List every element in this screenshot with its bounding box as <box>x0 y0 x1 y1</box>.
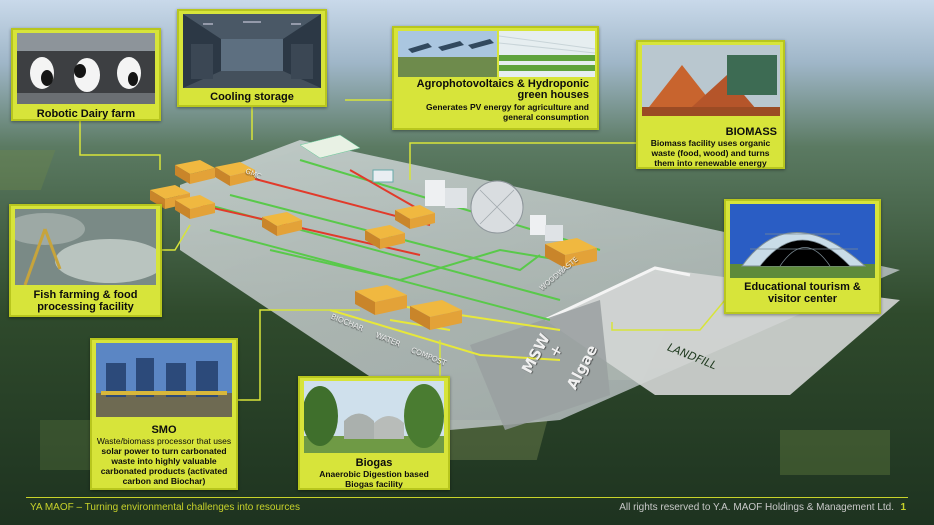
biomass-desc-2: waste (food, wood) and turns <box>651 148 770 158</box>
footer-tagline: YA MAOF – Turning environmental challeng… <box>30 502 300 513</box>
agro-title-1: Agrophotovoltaics & Hydroponic <box>416 78 589 90</box>
biomass-title: BIOMASS <box>725 126 777 138</box>
biogas-title: Biogas <box>355 457 393 469</box>
footer-copyright: All rights reserved to Y.A. MAOF Holding… <box>619 502 894 513</box>
smo-desc-4: carbonated products (activated <box>100 466 228 476</box>
card-smo: SMO Waste/biomass processor that uses so… <box>90 338 238 490</box>
fish-title-2: processing facility <box>37 301 134 313</box>
biomass-photo <box>642 45 780 116</box>
footer: YA MAOF – Turning environmental challeng… <box>0 497 934 525</box>
biogas-photo <box>304 381 444 453</box>
biomass-desc-1: Biomass facility uses organic <box>650 138 771 148</box>
smo-title: SMO <box>151 424 177 436</box>
fish-photo <box>15 209 156 285</box>
card-biogas: Biogas Anaerobic Digestion based Biogas … <box>298 376 450 490</box>
smo-desc-1: Waste/biomass processor that uses <box>96 436 232 446</box>
agro-title-2: green houses <box>517 89 589 101</box>
card-cooling-storage: Cooling storage <box>177 9 327 107</box>
smo-desc-2: solar power to turn carbonated <box>101 446 227 456</box>
dairy-photo <box>17 33 155 104</box>
footer-rule <box>26 497 908 498</box>
card-biomass: BIOMASS Biomass facility uses organic wa… <box>636 40 785 169</box>
cooling-title: Cooling storage <box>210 91 294 103</box>
site-platform <box>180 140 900 430</box>
fish-title-1: Fish farming & food <box>33 289 138 301</box>
buildings <box>150 134 597 330</box>
cooling-photo <box>183 14 321 88</box>
card-educational-tourism: Educational tourism & visitor center <box>724 199 881 314</box>
tourism-title-2: visitor center <box>767 293 838 305</box>
tourism-title-1: Educational tourism & <box>744 281 861 293</box>
card-robotic-dairy: Robotic Dairy farm <box>11 28 161 121</box>
agro-desc-1: Generates PV energy for agriculture and <box>426 102 589 112</box>
tourism-photo <box>730 204 875 278</box>
smo-desc-3: waste into highly valuable <box>111 456 217 466</box>
biomass-desc-3: them into renewable energy <box>654 158 767 168</box>
biogas-desc-2: Biogas facility <box>345 479 403 489</box>
agro-desc-2: general consumption <box>503 112 589 122</box>
card-agrophotovoltaics: Agrophotovoltaics & Hydroponic green hou… <box>392 26 599 130</box>
smo-photo <box>96 343 232 417</box>
biogas-desc-1: Anaerobic Digestion based <box>319 469 429 479</box>
agro-photo-2 <box>499 31 595 77</box>
card-fish-farming: Fish farming & food processing facility <box>9 204 162 317</box>
smo-desc-5: carbon and Biochar) <box>122 476 206 486</box>
page-number: 1 <box>900 502 906 513</box>
dairy-title: Robotic Dairy farm <box>36 108 136 120</box>
agro-photo-1 <box>398 31 497 77</box>
